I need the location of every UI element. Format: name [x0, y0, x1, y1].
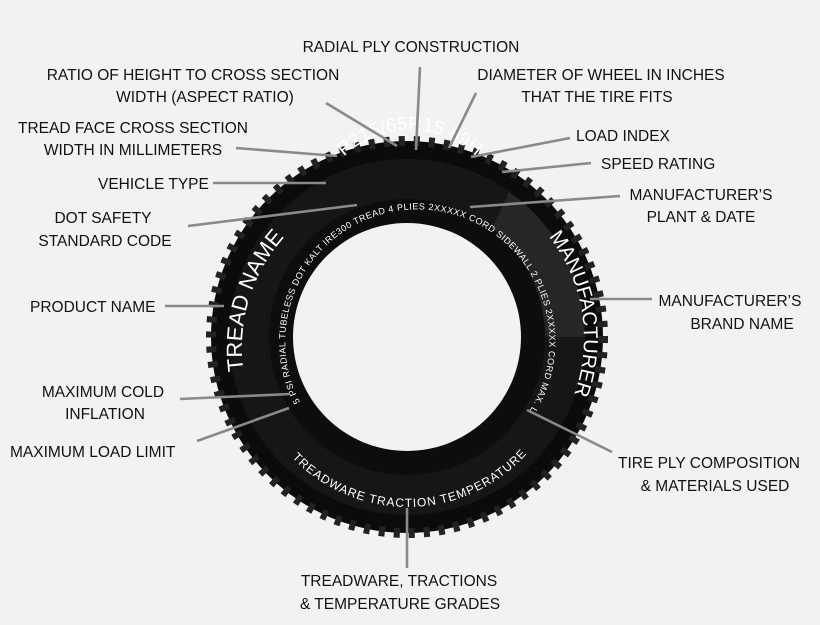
leader-ply-composition: [526, 408, 613, 454]
label-vehicle-type: VEHICLE TYPE: [98, 176, 209, 193]
label-grades-line2: & TEMPERATURE GRADES: [300, 596, 500, 613]
label-brand-line1: MANUFACTURER’S: [659, 293, 802, 310]
label-tread-width-line1: TREAD FACE CROSS SECTION: [18, 120, 248, 137]
label-ply-composition-line1: TIRE PLY COMPOSITION: [618, 455, 800, 472]
label-load-index: LOAD INDEX: [576, 128, 671, 145]
leader-plant-date: [469, 194, 621, 209]
tire: [206, 136, 608, 538]
leader-tread-width: [235, 146, 338, 158]
label-plant-date-line2: PLANT & DATE: [647, 209, 756, 226]
leader-load-limit: [196, 406, 290, 443]
label-product-name: PRODUCT NAME: [30, 299, 155, 316]
label-tread-width-line2: WIDTH IN MILLIMETERS: [44, 142, 222, 159]
callout-labels: RADIAL PLY CONSTRUCTION RATIO OF HEIGHT …: [10, 39, 801, 613]
sidewall-highlight: [490, 192, 585, 337]
rim-opening: [293, 223, 521, 451]
label-brand-line2: BRAND NAME: [690, 316, 793, 333]
label-diameter-line2: THAT THE TIRE FITS: [521, 89, 672, 106]
label-diameter-line1: DIAMETER OF WHEEL IN INCHES: [477, 67, 724, 84]
leader-load-index: [470, 136, 571, 159]
label-ply-composition-line2: & MATERIALS USED: [641, 478, 790, 495]
leader-cold-inflation: [179, 392, 291, 401]
label-radial-ply: RADIAL PLY CONSTRUCTION: [303, 39, 520, 56]
label-aspect-ratio-line2: WIDTH (ASPECT RATIO): [116, 89, 294, 106]
leader-diameter: [447, 92, 478, 149]
label-aspect-ratio-line1: RATIO OF HEIGHT TO CROSS SECTION: [47, 67, 340, 84]
label-cold-inflation-line1: MAXIMUM COLD: [42, 384, 164, 401]
leader-radial-ply: [414, 66, 422, 151]
leader-speed-rating: [501, 161, 592, 174]
label-speed-rating: SPEED RATING: [601, 156, 715, 173]
tread-pattern: [206, 136, 608, 538]
label-cold-inflation-line2: INFLATION: [65, 406, 145, 423]
leader-dot: [187, 203, 358, 228]
label-dot-line1: DOT SAFETY: [54, 210, 151, 227]
leader-lines: [165, 66, 652, 568]
label-dot-line2: STANDARD CODE: [38, 233, 171, 250]
label-load-limit: MAXIMUM LOAD LIMIT: [10, 444, 176, 461]
label-grades-line1: TREADWARE, TRACTIONS: [301, 573, 497, 590]
label-plant-date-line1: MANUFACTURER’S: [630, 187, 773, 204]
leader-aspect-ratio: [325, 101, 398, 148]
